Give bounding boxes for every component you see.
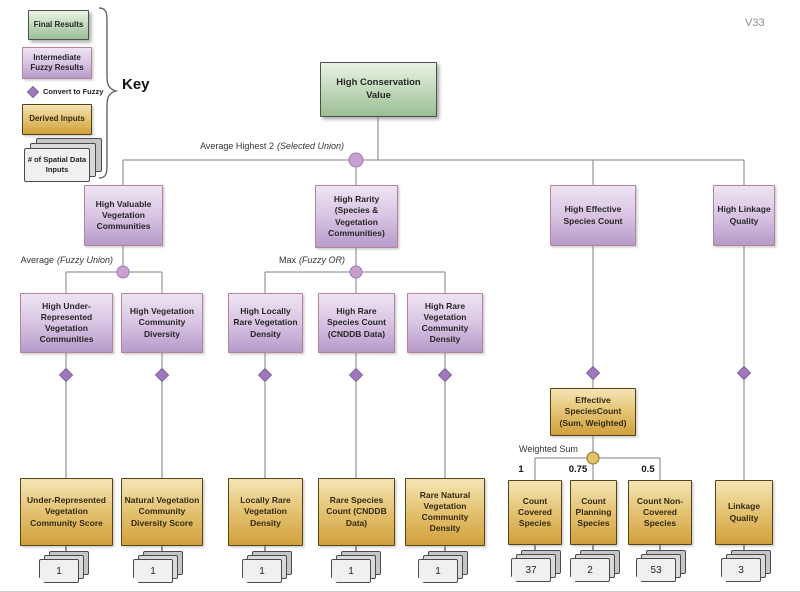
node-count-planning-species: Count Planning Species xyxy=(570,480,617,545)
operator-weighted-sum: Weighted Sum xyxy=(519,444,578,454)
input-stack-lrvd: 1 xyxy=(242,551,294,585)
junction-circle-valuable xyxy=(116,265,130,279)
input-count: 2 xyxy=(570,558,610,582)
input-count: 1 xyxy=(242,559,282,583)
input-stack-urvcs: 1 xyxy=(39,551,91,585)
operator-average-highest-2: Average Highest 2(Selected Union) xyxy=(150,141,344,151)
input-stack-lq: 3 xyxy=(721,550,773,584)
node-high-under-represented-vegetation-communities: High Under-Represented Vegetation Commun… xyxy=(20,293,113,353)
key-title: Key xyxy=(122,76,150,93)
node-high-vegetation-community-diversity: High Vegetation Community Diversity xyxy=(121,293,203,353)
key-brace xyxy=(98,7,119,179)
operator-text: Max xyxy=(278,255,296,265)
input-count: 37 xyxy=(511,558,551,582)
fuzzy-diamond-icon xyxy=(257,367,273,383)
input-count: 1 xyxy=(39,559,79,583)
weight-planning-species: 0.75 xyxy=(568,464,588,475)
node-high-conservation-value: High Conservation Value xyxy=(320,62,437,117)
input-stack-nvcds: 1 xyxy=(133,551,185,585)
weight-non-covered-species: 0.5 xyxy=(641,464,655,475)
operator-method: (Fuzzy OR) xyxy=(299,255,345,265)
fuzzy-diamond-icon xyxy=(58,367,74,383)
operator-text: Average Highest 2 xyxy=(200,141,274,151)
input-count: 3 xyxy=(721,558,761,582)
input-stack-ccs: 37 xyxy=(511,550,563,584)
node-high-linkage-quality: High Linkage Quality xyxy=(713,185,775,246)
junction-circles xyxy=(116,152,600,465)
junction-circle-weighted-sum xyxy=(586,451,600,465)
operator-text: Average xyxy=(20,255,54,265)
key-convert-to-fuzzy-label: Convert to Fuzzy xyxy=(43,87,104,96)
connector-lines xyxy=(65,117,745,480)
junction-circle-root xyxy=(348,152,364,168)
node-high-rare-species-count: High Rare Species Count (CNDDB Data) xyxy=(318,293,395,353)
node-count-covered-species: Count Covered Species xyxy=(508,480,562,545)
key-spatial-inputs-stack: # of Spatial Data Inputs xyxy=(24,138,102,182)
fuzzy-diamond-icon xyxy=(585,365,601,381)
input-count: 53 xyxy=(636,558,676,582)
node-natural-vegetation-community-diversity-score: Natural Vegetation Community Diversity S… xyxy=(121,478,203,546)
key-fuzzy-diamond-icon xyxy=(26,85,40,99)
input-stack-cncs: 53 xyxy=(636,550,688,584)
node-locally-rare-vegetation-density: Locally Rare Vegetation Density xyxy=(228,478,303,546)
input-count: 1 xyxy=(418,559,458,583)
node-high-rare-vegetation-community-density: High Rare Vegetation Community Density xyxy=(407,293,483,353)
operator-method: (Fuzzy Union) xyxy=(56,255,113,265)
key-final-results-box: Final Results xyxy=(28,10,89,40)
node-linkage-quality: Linkage Quality xyxy=(715,480,773,545)
node-high-locally-rare-vegetation-density: High Locally Rare Vegetation Density xyxy=(228,293,303,353)
operator-max-fuzzy-or: Max(Fuzzy OR) xyxy=(245,255,345,265)
node-count-non-covered-species: Count Non-Covered Species xyxy=(628,480,692,545)
fuzzy-diamond-icon xyxy=(348,367,364,383)
stack-page-front: # of Spatial Data Inputs xyxy=(24,148,90,182)
version-label: V33 xyxy=(745,17,765,29)
key-derived-inputs-box: Derived Inputs xyxy=(22,104,92,135)
node-effective-species-count: Effective SpeciesCount (Sum, Weighted) xyxy=(550,388,636,436)
weight-covered-species: 1 xyxy=(518,464,524,475)
node-high-effective-species-count: High Effective Species Count xyxy=(550,185,636,246)
convert-to-fuzzy-diamonds xyxy=(26,85,752,383)
operator-average-fuzzy-union: Average(Fuzzy Union) xyxy=(8,255,113,265)
node-under-represented-vegetation-community-score: Under-Represented Vegetation Community S… xyxy=(20,478,113,546)
key-intermediate-fuzzy-box: Intermediate Fuzzy Results xyxy=(22,47,92,79)
node-rare-natural-vegetation-community-density: Rare Natural Vegetation Community Densit… xyxy=(405,478,485,546)
input-stack-cps: 2 xyxy=(570,550,622,584)
fuzzy-diamond-icon xyxy=(437,367,453,383)
input-stack-rnvcd: 1 xyxy=(418,551,470,585)
input-count: 1 xyxy=(331,559,371,583)
fuzzy-diamond-icon xyxy=(736,365,752,381)
node-high-rarity: High Rarity (Species & Vegetation Commun… xyxy=(315,185,398,248)
fuzzy-diamond-icon xyxy=(154,367,170,383)
node-high-valuable-vegetation-communities: High Valuable Vegetation Communities xyxy=(84,185,163,246)
operator-method: (Selected Union) xyxy=(276,141,344,151)
input-count: 1 xyxy=(133,559,173,583)
junction-circle-rarity xyxy=(349,265,363,279)
node-rare-species-count: Rare Species Count (CNDDB Data) xyxy=(318,478,395,546)
input-stack-rsc: 1 xyxy=(331,551,383,585)
